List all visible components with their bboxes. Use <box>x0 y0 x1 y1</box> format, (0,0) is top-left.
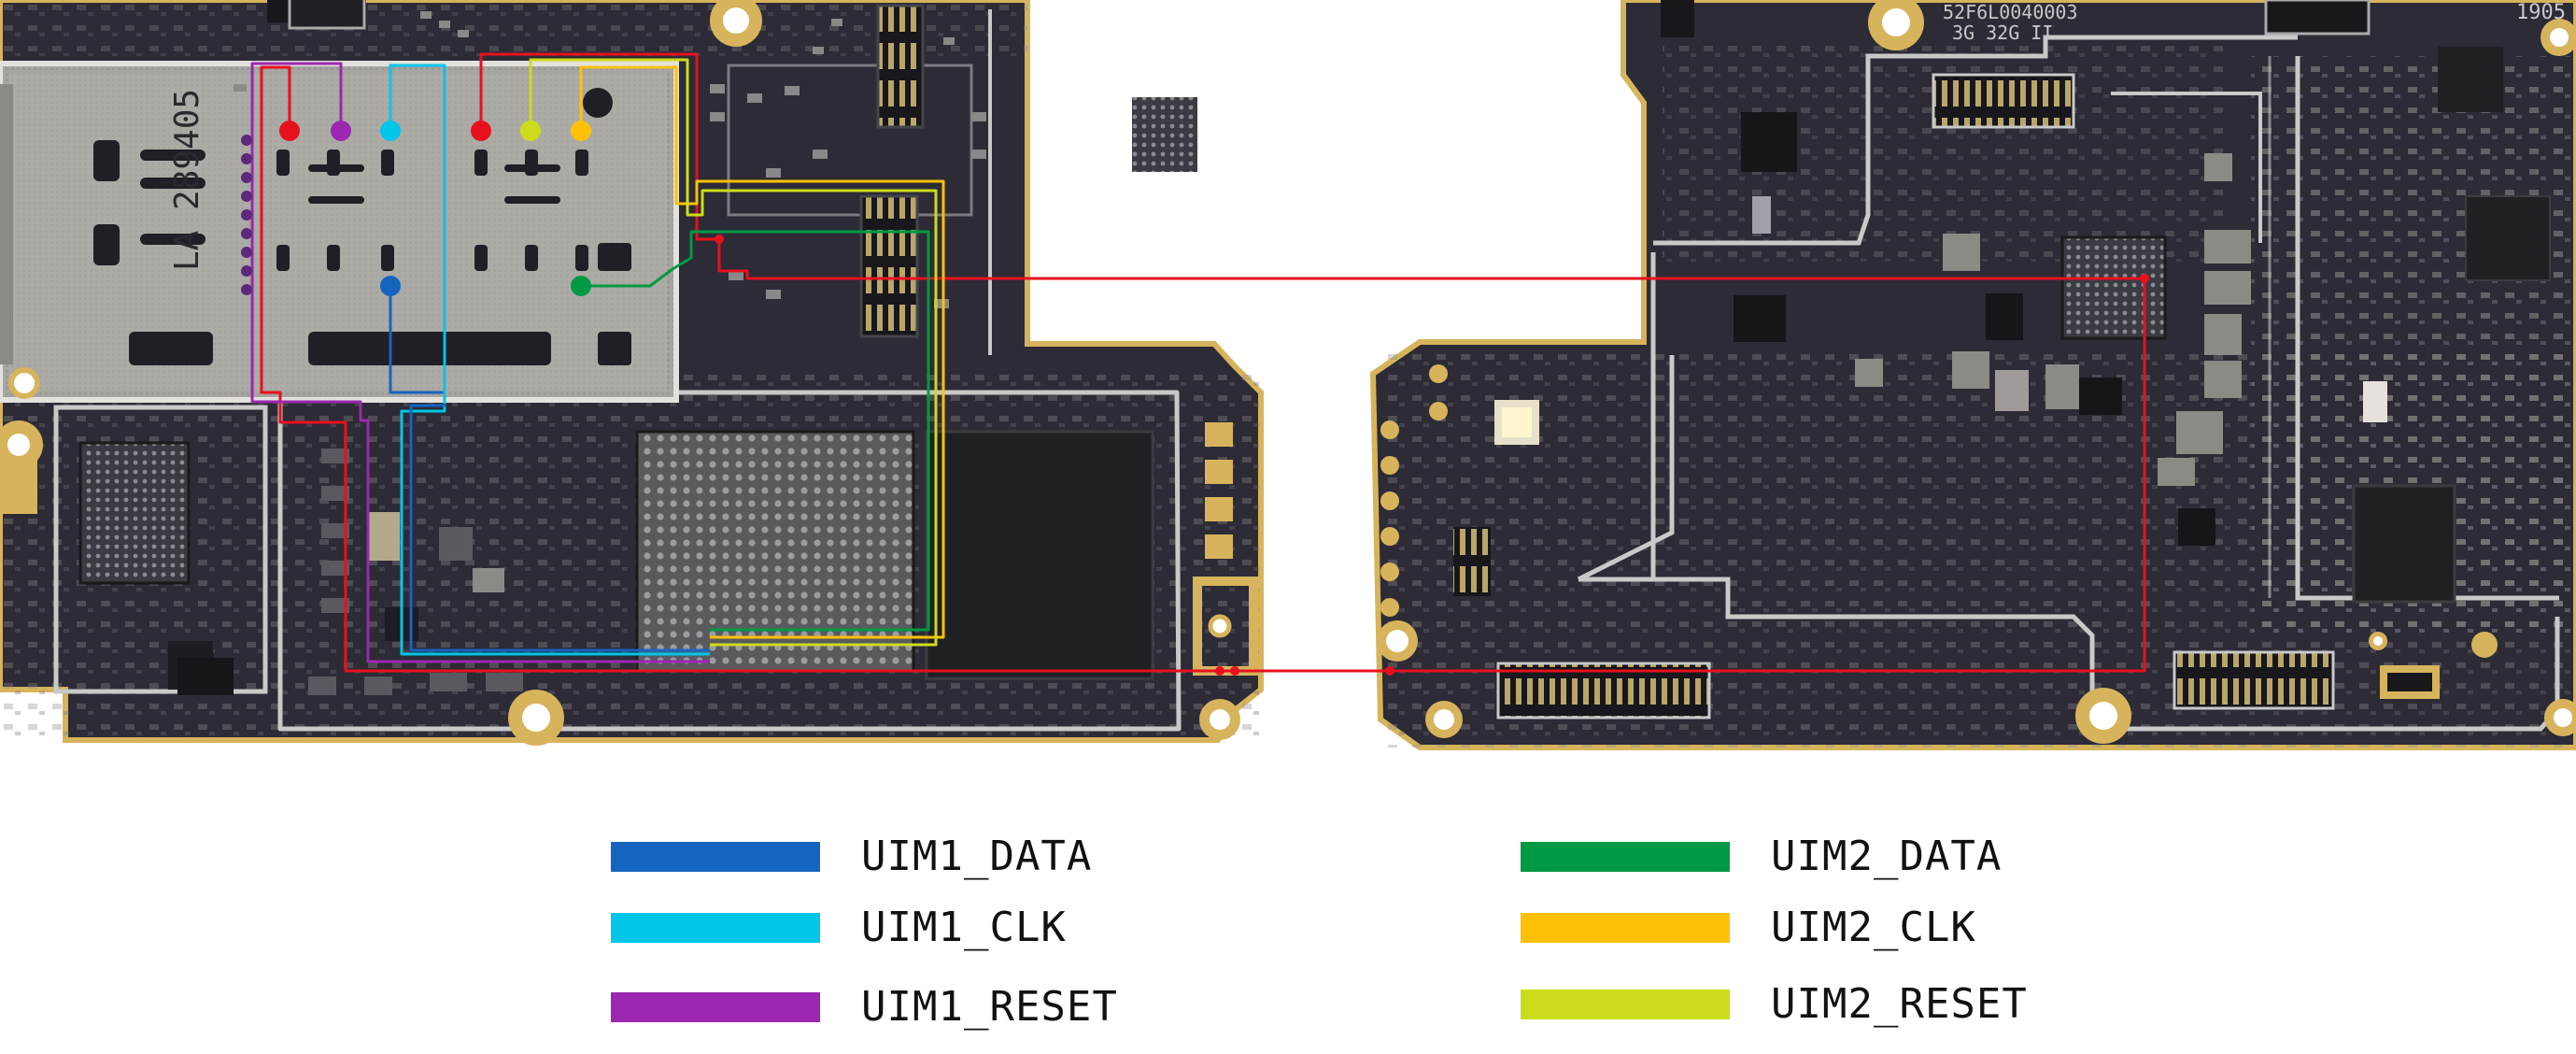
legend-label: UIM1_RESET <box>861 983 1118 1031</box>
pin-marker-vsim1 <box>279 121 300 141</box>
pin-marker-uim1-reset <box>331 121 351 141</box>
trace-uim2-data <box>581 230 930 632</box>
right-top-connector <box>1932 73 2075 129</box>
trace-uim1-clk <box>389 64 710 656</box>
right-board-code-2: 3G 32G II <box>1952 21 2053 44</box>
trace-vsim <box>260 65 1235 673</box>
legend-label: UIM2_DATA <box>1771 833 2003 880</box>
memory-chip <box>925 430 1154 680</box>
right-board-code: 52F6L0040003 <box>1943 1 2078 23</box>
trace-uim2-clk <box>579 65 945 639</box>
legend-item-uim2-data: UIM2_DATA <box>1521 833 2002 880</box>
trace-vsim-2 <box>479 52 2146 673</box>
legend-item-uim1-clk: UIM1_CLK <box>611 904 1067 951</box>
mounting-holes-left <box>0 0 1240 746</box>
legend-item-uim1-data: UIM1_DATA <box>611 833 1092 880</box>
legend-swatch <box>611 991 820 1022</box>
legend-swatch <box>611 912 820 943</box>
legend-swatch <box>1521 989 1730 1019</box>
right-board: 52F6L0040003 3G 32G II 1905 <box>1369 0 2576 750</box>
left-top-connector <box>876 4 925 129</box>
legend-item-uim2-reset: UIM2_RESET <box>1521 980 2028 1028</box>
legend-item-uim2-clk: UIM2_CLK <box>1521 904 1976 951</box>
rf-bga-chip <box>2060 235 2167 340</box>
trace-uim1-reset <box>250 62 710 663</box>
pin-marker-uim2-data <box>571 276 591 296</box>
pin-marker-uim1-clk <box>380 121 401 141</box>
pmic-chip <box>78 441 191 585</box>
left-board-code: LA 289405 <box>168 89 206 271</box>
legend-item-uim1-reset: UIM1_RESET <box>611 983 1118 1031</box>
sim-card-holder: LA 289405 <box>0 61 679 403</box>
legend-label: UIM1_CLK <box>861 904 1067 951</box>
signal-traces <box>241 52 2149 676</box>
right-bottom-connector <box>1496 662 1711 719</box>
legend-swatch <box>1521 912 1730 943</box>
legend-label: UIM1_DATA <box>861 833 1093 880</box>
legend-label: UIM2_CLK <box>1771 904 1976 951</box>
soc-bga-chip <box>635 430 915 673</box>
left-board: LA 289405 <box>0 0 1264 746</box>
pin-marker-uim2-reset <box>520 121 541 141</box>
mounting-holes-right <box>1377 0 2576 744</box>
trace-uim2-reset <box>529 58 938 647</box>
pin-marker-uim1-data <box>380 276 401 296</box>
right-board-corner: 1905 <box>2516 1 2566 24</box>
legend-label: UIM2_RESET <box>1771 980 2028 1028</box>
pin-marker-vsim2 <box>471 121 491 141</box>
trace-uim1-data <box>389 286 710 652</box>
pin-marker-uim2-clk <box>571 121 591 141</box>
legend-swatch <box>1521 841 1730 872</box>
legend-swatch <box>611 841 820 872</box>
left-mid-connector <box>859 194 919 338</box>
